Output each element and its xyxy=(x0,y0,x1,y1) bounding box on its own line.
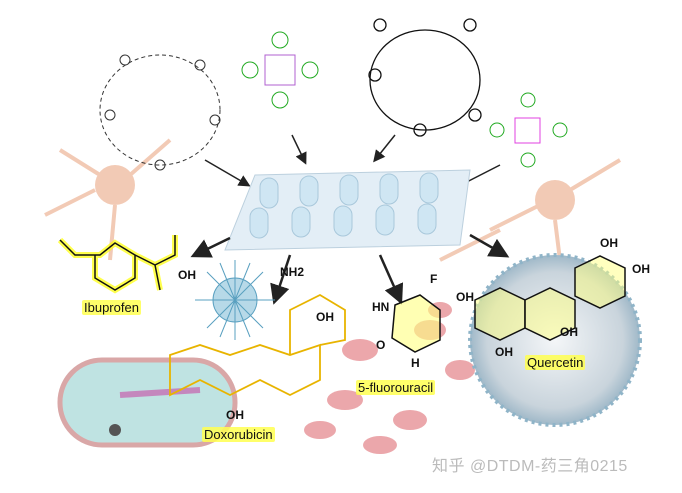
watermark: 知乎 @DTDM-药三角0215 xyxy=(432,458,628,475)
red-blood-cells xyxy=(304,302,475,454)
label-quercetin: Quercetin xyxy=(525,355,586,370)
atom-doxorubicin-nh2: NH2 xyxy=(280,265,305,279)
atom-q-oh-1: OH xyxy=(456,290,474,304)
nanoparticle-spiky xyxy=(195,260,275,340)
atom-fu-h: H xyxy=(411,356,420,370)
neuron-right xyxy=(439,158,622,262)
atom-q-oh-4: OH xyxy=(560,325,578,339)
molecule-macrocycle-1 xyxy=(99,54,221,171)
arrows-out xyxy=(190,233,510,305)
atom-fu-hn: HN xyxy=(372,300,390,314)
atom-q-oh-2: OH xyxy=(632,262,650,276)
neuron-left xyxy=(44,138,172,261)
molecule-phthalocyanine-1 xyxy=(241,31,319,109)
fluorouracil-structure xyxy=(391,294,441,353)
quercetin-structure xyxy=(474,255,626,341)
doxorubicin-structure xyxy=(169,293,346,397)
atom-fu-f: F xyxy=(430,272,438,286)
atom-doxorubicin-oh: OH xyxy=(316,310,334,324)
bacterium xyxy=(57,357,238,448)
label-ibuprofen: Ibuprofen xyxy=(82,300,141,315)
label-doxorubicin: Doxorubicin xyxy=(202,427,275,442)
pill-blister-pack xyxy=(224,169,471,251)
molecule-macrocycle-2 xyxy=(368,18,482,137)
atom-fu-o: O xyxy=(376,338,386,352)
atom-ibuprofen-oh: OH xyxy=(178,268,196,282)
ibuprofen-bonds xyxy=(59,235,176,291)
atom-doxorubicin-oh-2: OH xyxy=(226,408,244,422)
label-5-fluorouracil: 5-fluorouracil xyxy=(356,380,436,395)
atom-q-oh-3: OH xyxy=(600,236,618,250)
molecule-phthalocyanine-2 xyxy=(489,92,568,168)
atom-q-oh-5: OH xyxy=(495,345,513,359)
